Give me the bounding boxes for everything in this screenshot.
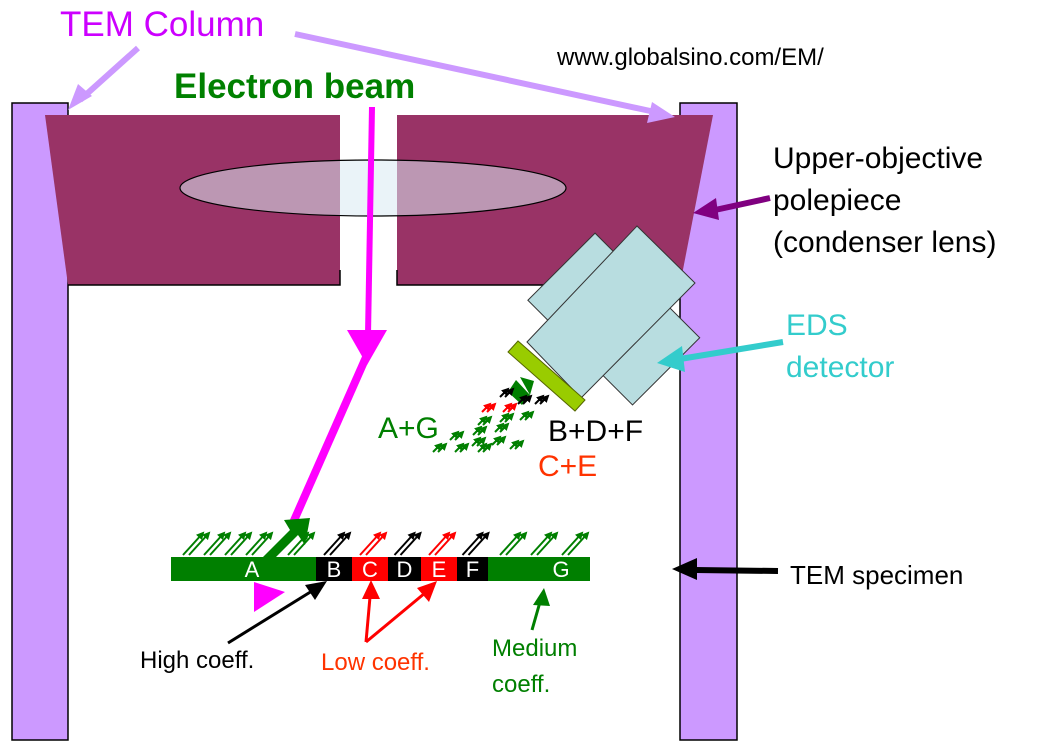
polepiece-label-line2: polepiece bbox=[773, 184, 901, 217]
xray-emission-arrow bbox=[209, 531, 232, 556]
group-ce-label: C+E bbox=[538, 450, 597, 483]
low-coeff-arrows bbox=[362, 580, 437, 644]
eds-label-line1: EDS bbox=[786, 309, 848, 342]
eds-pointer-arrow bbox=[657, 339, 784, 372]
xray-emission-arrow bbox=[359, 531, 382, 556]
specimen-label-d: D bbox=[397, 557, 413, 582]
emitted-xray-arrows bbox=[182, 531, 590, 556]
collected-xray-arrow bbox=[486, 402, 497, 413]
collected-xray-arrow bbox=[482, 442, 493, 453]
source-url: www.globalsino.com/EM/ bbox=[556, 44, 824, 71]
xray-emission-arrow bbox=[399, 531, 422, 556]
xray-emission-arrow bbox=[434, 531, 457, 556]
polepiece-left bbox=[45, 115, 340, 285]
xray-emission-arrow bbox=[251, 531, 274, 556]
electron-beam-label: Electron beam bbox=[174, 67, 415, 106]
collected-xray-arrow bbox=[476, 436, 487, 447]
medium-coeff-arrow bbox=[530, 588, 550, 631]
xray-emission-arrow bbox=[188, 531, 211, 556]
low-coeff-label: Low coeff. bbox=[321, 649, 430, 676]
tem-column-label: TEM Column bbox=[60, 5, 264, 44]
specimen-label-f: F bbox=[466, 557, 479, 582]
collected-xray-arrow bbox=[459, 442, 470, 453]
collected-xray-arrow bbox=[524, 410, 535, 421]
xray-emission-arrow bbox=[230, 531, 253, 556]
eds-detector-window bbox=[507, 340, 586, 412]
column-pointer-arrows bbox=[68, 31, 675, 123]
xray-emission-arrow bbox=[428, 531, 451, 556]
collected-xray-arrow bbox=[499, 422, 510, 433]
xray-emission-arrow bbox=[365, 531, 388, 556]
specimen-pointer-arrow bbox=[672, 558, 779, 580]
beam-arrowhead bbox=[347, 330, 387, 365]
specimen-label-c: C bbox=[362, 557, 378, 582]
collected-xray-arrow bbox=[477, 425, 488, 436]
polepiece-label-line1: Upper-objective bbox=[773, 142, 983, 175]
xray-emission-arrow bbox=[329, 531, 352, 556]
specimen-segment-b bbox=[316, 557, 352, 581]
xray-emission-arrow bbox=[224, 531, 247, 556]
xray-emission-arrow bbox=[530, 531, 553, 556]
specimen-segment-a bbox=[171, 557, 316, 581]
collected-xray-arrow bbox=[504, 387, 515, 398]
xray-emission-arrow bbox=[461, 531, 484, 556]
specimen-segment-e bbox=[421, 557, 457, 581]
collected-xray-arrow bbox=[522, 394, 533, 405]
xray-emission-arrow bbox=[182, 531, 205, 556]
xray-emission-arrow bbox=[499, 531, 522, 556]
collected-xray-arrow bbox=[539, 394, 550, 405]
specimen-label-e: E bbox=[432, 557, 447, 582]
electron-beam-tilted bbox=[288, 353, 371, 527]
specimen-segment-d bbox=[388, 557, 421, 581]
collected-xray-arrow bbox=[504, 412, 515, 423]
collected-xray-arrow bbox=[482, 415, 493, 426]
specimen-label-a: A bbox=[245, 557, 260, 582]
specimen-segment-g bbox=[488, 557, 590, 581]
specimen-label-g: G bbox=[552, 557, 569, 582]
group-ag-label: A+G bbox=[378, 412, 439, 445]
xray-emission-arrow bbox=[293, 531, 316, 556]
xray-emission-arrow bbox=[561, 531, 584, 556]
xray-emission-arrow bbox=[467, 531, 490, 556]
polepiece-pointer-arrow bbox=[693, 195, 771, 220]
collected-xray-arrow bbox=[507, 402, 518, 413]
specimen-segment-c bbox=[352, 557, 388, 581]
xray-emission-arrow bbox=[536, 531, 559, 556]
polepiece-label-line3: (condenser lens) bbox=[773, 226, 996, 259]
tem-specimen-label: TEM specimen bbox=[790, 560, 963, 590]
transmitted-beam-arrowhead bbox=[254, 582, 285, 612]
collected-xray-arrow bbox=[514, 439, 525, 450]
xray-emission-arrow bbox=[505, 531, 528, 556]
high-coeff-arrow bbox=[227, 581, 327, 645]
group-bdf-label: B+D+F bbox=[548, 415, 643, 448]
eds-label-line2: detector bbox=[786, 351, 894, 384]
xray-emission-arrow bbox=[245, 531, 268, 556]
collected-xray-arrows bbox=[432, 387, 550, 453]
eds-detector-body bbox=[526, 225, 696, 399]
xray-emission-arrow bbox=[203, 531, 226, 556]
medium-coeff-label-line1: Medium bbox=[492, 635, 577, 662]
xray-emission-arrow bbox=[393, 531, 416, 556]
collected-xray-arrow bbox=[437, 442, 448, 453]
electron-beam-vertical bbox=[365, 106, 375, 336]
collected-xray-arrow bbox=[454, 430, 465, 441]
specimen-segment-f bbox=[457, 557, 488, 581]
collected-xray-arrow bbox=[496, 435, 507, 446]
interaction-arrow bbox=[262, 518, 310, 558]
specimen-label-b: B bbox=[327, 557, 342, 582]
high-coeff-label: High coeff. bbox=[140, 647, 254, 674]
xray-emission-arrow bbox=[323, 531, 346, 556]
xray-emission-arrow bbox=[567, 531, 590, 556]
medium-coeff-label-line2: coeff. bbox=[492, 671, 550, 698]
